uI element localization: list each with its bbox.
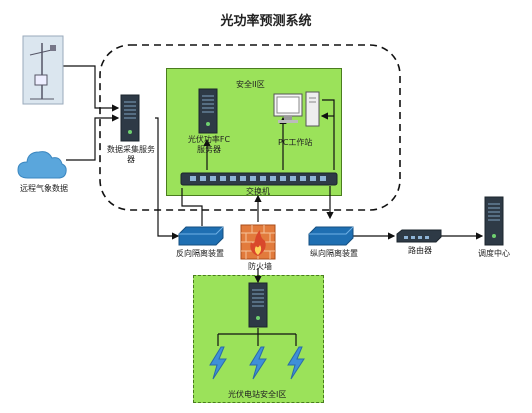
- pv-server-icon: [198, 88, 218, 134]
- lightning-icon: [209, 346, 227, 380]
- pc-station-label: PC工作站: [278, 138, 313, 147]
- switch-label: 交换机: [246, 187, 270, 196]
- lightning-icon: [287, 346, 305, 380]
- pc-station-icon: [273, 91, 320, 127]
- pv-zone-server-icon: [248, 282, 268, 328]
- pv-security-zone-1-label: 光伏电站安全I区: [228, 390, 287, 399]
- reverse-isolation-label: 反向隔离装置: [176, 249, 224, 258]
- dispatch-center-label: 调度中心: [478, 249, 510, 258]
- forward-isolation-label: 纵向隔离装置: [310, 249, 358, 258]
- router-label: 路由器: [408, 246, 432, 255]
- remote-weather-label: 远程气象数据: [20, 184, 68, 193]
- weather-station-icon: [22, 35, 64, 105]
- security-zone-2-label: 安全II区: [236, 80, 265, 89]
- dispatch-center-icon: [484, 196, 504, 246]
- pv-server-label: 光伏功率FC服务器: [187, 135, 231, 154]
- firewall-icon: [240, 224, 276, 260]
- diagram-title: 光功率预测系统: [220, 14, 312, 29]
- switch-icon: [180, 172, 338, 186]
- cloud-icon: [17, 151, 67, 179]
- lightning-icon: [249, 346, 267, 380]
- router-icon: [396, 229, 442, 243]
- reverse-isolation-icon: [178, 226, 224, 246]
- firewall-label: 防火墙: [248, 262, 272, 271]
- data-server-icon: [120, 94, 140, 142]
- data-server-label: 数据采集服务器: [107, 145, 155, 164]
- forward-isolation-icon: [308, 226, 354, 246]
